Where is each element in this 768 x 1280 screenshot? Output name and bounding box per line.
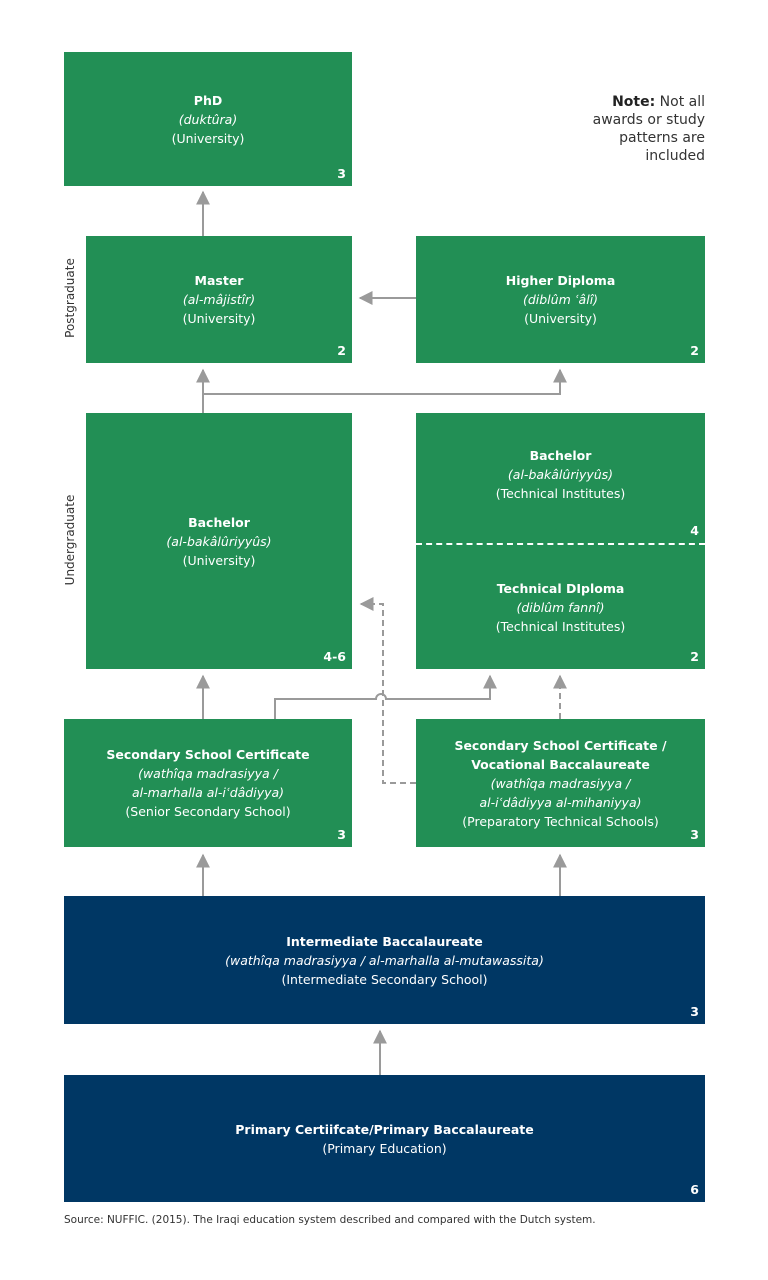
higher-diploma-box: Higher Diploma (diblûm ʿâlî) (University…	[416, 236, 705, 363]
bachelor-technical-box: Bachelor (al-bakâlûriyyûs) (Technical In…	[416, 413, 705, 543]
technical-diploma-box: Technical DIploma (diblûm fannî) (Techni…	[416, 543, 705, 669]
source-citation: Source: NUFFIC. (2015). The Iraqi educat…	[64, 1214, 596, 1226]
technical-diploma-arabic: (diblûm fannî)	[516, 599, 605, 615]
secondary-certificate-arabic-line1: (wathîqa madrasiyya /	[138, 766, 278, 781]
higher-diploma-title: Higher Diploma	[505, 273, 616, 288]
primary-certificate-title: Primary Certiifcate/Primary Baccalaureat…	[235, 1121, 534, 1137]
higher-diploma-institution: (University)	[524, 311, 597, 326]
phd-box: PhD (duktûra) (University) 3	[64, 52, 352, 186]
secondary-certificate-box: Secondary School Certificate (wathîqa ma…	[64, 719, 352, 847]
note-label: Note:	[612, 94, 656, 110]
bachelor-university-institution: (University)	[182, 552, 256, 568]
vocational-baccalaureate-arabic-line1: (wathîqa madrasiyya /	[490, 775, 631, 791]
bachelor-university-box: Bachelor (al-bakâlûriyyûs) (University) …	[86, 413, 352, 669]
vocational-baccalaureate-institution: (Preparatory Technical Schools)	[462, 813, 659, 829]
master-institution: (University)	[182, 311, 256, 326]
intermediate-baccalaureate-title: Intermediate Baccalaureate	[286, 933, 483, 949]
phd-institution: (University)	[171, 130, 245, 146]
master-years: 2	[337, 343, 346, 358]
phd-years: 3	[337, 166, 346, 181]
phd-arabic: (duktûra)	[178, 111, 238, 127]
technical-diploma-years: 2	[690, 649, 699, 664]
master-arabic: (al-mâjistîr)	[182, 292, 256, 307]
master-title: Master	[194, 273, 244, 288]
primary-certificate-institution: (Primary Education)	[322, 1140, 447, 1156]
phd-title: PhD	[193, 92, 223, 108]
higher-diploma-years: 2	[690, 343, 699, 358]
secondary-certificate-institution: (Senior Secondary School)	[125, 804, 291, 819]
secondary-certificate-title: Secondary School Certificate	[106, 747, 310, 762]
secondary-certificate-years: 3	[337, 827, 346, 842]
bachelor-university-years: 4-6	[323, 649, 346, 664]
master-box: Master (al-mâjistîr) (University) 2	[86, 236, 352, 363]
dashed-vocational-to-bachelor	[359, 597, 416, 784]
vocational-baccalaureate-arabic-line2: al-iʿdâdiyya al-mihaniyya)	[479, 794, 642, 810]
intermediate-baccalaureate-arabic: (wathîqa madrasiyya / al-marhalla al-mut…	[225, 952, 544, 968]
arrow-secondary-to-technical	[274, 674, 497, 719]
vocational-baccalaureate-box: Secondary School Certificate / Vocationa…	[416, 719, 705, 847]
primary-certificate-box: Primary Certiifcate/Primary Baccalaureat…	[64, 1075, 705, 1202]
bachelor-technical-institution: (Technical Institutes)	[495, 486, 626, 501]
higher-diploma-arabic: (diblûm ʿâlî)	[522, 292, 599, 307]
note: Note: Not all awards or study patterns a…	[560, 93, 705, 165]
bachelor-university-arabic: (al-bakâlûriyyûs)	[166, 533, 272, 549]
vocational-baccalaureate-title-line1: Secondary School Certificate /	[454, 737, 667, 753]
vocational-baccalaureate-title-line2: Vocational Baccalaureate	[471, 756, 650, 772]
bachelor-technical-title: Bachelor	[529, 448, 592, 463]
intermediate-baccalaureate-institution: (Intermediate Secondary School)	[281, 971, 488, 987]
arrow-bachelor-to-higher-diploma	[203, 368, 567, 395]
bachelor-technical-arabic: (al-bakâlûriyyûs)	[507, 467, 614, 482]
vocational-baccalaureate-years: 3	[690, 827, 699, 842]
note-text: Not all awards or study patterns are inc…	[592, 94, 705, 164]
bachelor-university-title: Bachelor	[188, 514, 250, 530]
intermediate-baccalaureate-box: Intermediate Baccalaureate (wathîqa madr…	[64, 896, 705, 1024]
technical-diploma-title: Technical DIploma	[496, 580, 625, 596]
intermediate-baccalaureate-years: 3	[690, 1004, 699, 1019]
bachelor-technical-years: 4	[690, 523, 699, 538]
primary-certificate-years: 6	[690, 1182, 699, 1197]
secondary-certificate-arabic-line2: al-marhalla al-iʿdâdiyya)	[131, 785, 285, 800]
technical-diploma-institution: (Technical Institutes)	[495, 618, 626, 634]
